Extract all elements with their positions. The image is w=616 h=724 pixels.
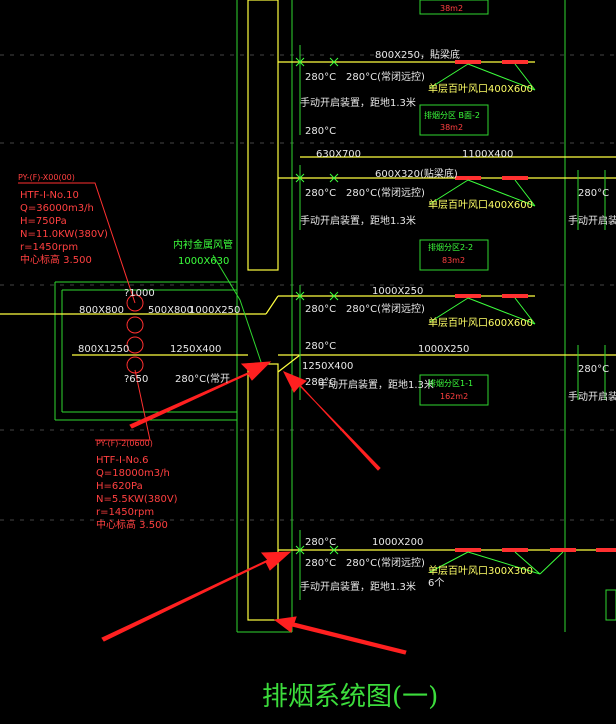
fan-leaders — [18, 182, 263, 441]
fan2-spec: PY-(F)-2(0600) HTF-I-No.6 Q=18000m3/h H=… — [96, 439, 178, 531]
svg-text:HTF-I-No.6: HTF-I-No.6 — [96, 455, 149, 466]
right-manual-a: 手动开启装置 — [568, 214, 616, 227]
svg-text:r=1450rpm: r=1450rpm — [96, 507, 154, 518]
louvers — [455, 60, 616, 552]
room-box-b1 — [419, 104, 489, 136]
room-box-b2 — [419, 239, 489, 271]
count-6: 6个 — [428, 577, 444, 589]
temp-280-a: 280°C — [305, 72, 336, 83]
louver-d: 单层百叶风口600X600 — [428, 317, 533, 329]
room-b3-name: 排烟分区1-1 — [428, 378, 473, 388]
svg-text:HTF-I-No.10: HTF-I-No.10 — [20, 190, 79, 201]
right-manual-b: 手动开启装置 — [568, 390, 616, 403]
duct-600x320: 600X320(贴梁底) — [375, 167, 458, 180]
dim-1000: ?1000 — [124, 288, 155, 299]
top-box-area: 38m2 — [440, 4, 463, 13]
svg-text:中心标高 3.500: 中心标高 3.500 — [20, 253, 92, 266]
manual-a: 手动开启装置，距地1.3米 — [300, 96, 416, 109]
labels: 38m2 800X250，貼梁底 280°C 280°C(常闭远控) 单层百叶风… — [78, 4, 616, 593]
shaft-walls — [54, 0, 566, 633]
room-b3-area: 162m2 — [440, 392, 468, 401]
svg-text:H=750Pa: H=750Pa — [20, 216, 67, 227]
dampers — [295, 57, 339, 555]
svg-text:中心标高 3.500: 中心标高 3.500 — [96, 518, 168, 531]
svg-text:r=1450rpm: r=1450rpm — [20, 242, 78, 253]
room-b1-name: 排烟分区 B面-2 — [424, 110, 480, 120]
room-box-top — [419, 0, 489, 15]
duct-1000x250-c: 1000X250 — [418, 344, 469, 355]
fan-circles — [126, 294, 144, 374]
dim-1000x250b: 1000X250 — [189, 305, 240, 316]
upper-shaft — [247, 0, 279, 271]
svg-text:Q=18000m3/h: Q=18000m3/h — [96, 468, 170, 479]
temp-280-e: 280°C — [305, 341, 336, 352]
temp-280-pipe: 280°C(常开 — [175, 372, 230, 385]
louver-c: 单层百叶风口400X600 — [428, 199, 533, 211]
temp-280-normal-d: 280°C(常闭远控) — [346, 302, 425, 315]
dim-650: ?650 — [124, 374, 148, 385]
temp-280-g: 280°C — [305, 537, 336, 548]
temp-280-normal-c: 280°C(常闭远控) — [346, 186, 425, 199]
right-280-a: 280°C — [578, 188, 609, 199]
dim-800x800: 800X800 — [79, 305, 124, 316]
svg-text:PY-(F)-X00(00): PY-(F)-X00(00) — [18, 173, 75, 182]
room-b2-area: 83m2 — [442, 256, 465, 265]
lower-shaft — [247, 363, 279, 621]
temp-280-b: 280°C — [305, 126, 336, 137]
shaft-size: 1000X630 — [178, 256, 229, 267]
dim-500x800: 500X800 — [148, 305, 193, 316]
louver-leaders — [429, 63, 564, 575]
temp-280-d: 280°C — [305, 304, 336, 315]
shaft-label: 内衬金属风管 — [173, 238, 233, 251]
dim-1250x400: 1250X400 — [170, 344, 221, 355]
svg-text:PY-(F)-2(0600): PY-(F)-2(0600) — [96, 439, 153, 448]
grid-lines — [0, 54, 616, 521]
temp-280-normal-h: 280°C(常闭远控) — [346, 556, 425, 569]
svg-text:N=11.0KW(380V): N=11.0KW(380V) — [20, 229, 108, 240]
room-b2-name: 排烟分区2-2 — [428, 242, 473, 252]
svg-text:H=620Pa: H=620Pa — [96, 481, 143, 492]
duct-800x250: 800X250，貼梁底 — [375, 48, 460, 61]
dim-800x1250: 800X1250 — [78, 344, 129, 355]
drawing-title: 排烟系统图(一) — [262, 682, 438, 712]
svg-text:Q=36000m3/h: Q=36000m3/h — [20, 203, 94, 214]
red-arrows — [101, 361, 407, 655]
room-b1-area: 38m2 — [440, 123, 463, 132]
right-280-b: 280°C — [578, 364, 609, 375]
duct-630x700: 630X700 — [316, 149, 361, 160]
louver-h: 单层百叶风口300X300 — [428, 565, 533, 577]
duct-1000x200: 1000X200 — [372, 537, 423, 548]
dim-1250x400b: 1250X400 — [302, 361, 353, 372]
duct-1000x250-a: 1000X250 — [372, 286, 423, 297]
duct-1100x400: 1100X400 — [462, 149, 513, 160]
manual-f: 手动开启装置，距地1.3米 — [318, 378, 434, 391]
room-box-b3 — [419, 374, 489, 406]
fan1-spec: PY-(F)-X00(00) HTF-I-No.10 Q=36000m3/h H… — [18, 173, 108, 266]
temp-280-normal-a: 280°C(常闭远控) — [346, 70, 425, 83]
temp-280-f: 280°C — [305, 377, 336, 388]
manual-c: 手动开启装置，距地1.3米 — [300, 214, 416, 227]
room-box-right — [605, 589, 616, 621]
temp-280-h: 280°C — [305, 558, 336, 569]
louver-a: 单层百叶风口400X600 — [428, 83, 533, 95]
manual-h: 手动开启装置，距地1.3米 — [300, 580, 416, 593]
temp-280-c: 280°C — [305, 188, 336, 199]
svg-text:N=5.5KW(380V): N=5.5KW(380V) — [96, 494, 178, 505]
